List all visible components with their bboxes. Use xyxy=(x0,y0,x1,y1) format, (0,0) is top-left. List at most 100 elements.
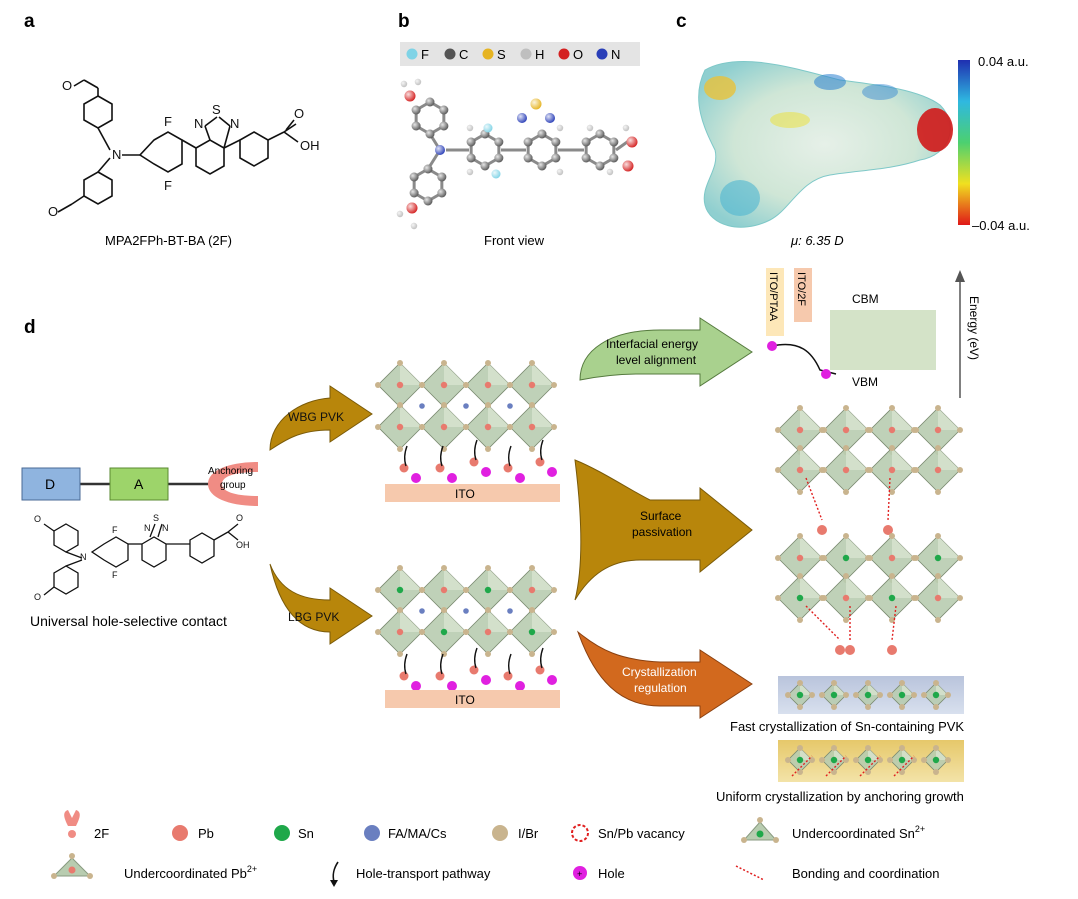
lbg-label: LBG PVK xyxy=(288,610,339,624)
octahedron-highlight xyxy=(834,683,846,695)
halide-ion xyxy=(551,424,557,430)
halide-ion xyxy=(889,405,895,411)
carbon-atom-shine xyxy=(595,129,605,139)
legend-b-swatch-o xyxy=(558,48,570,60)
hole-transport-arrow xyxy=(403,445,408,467)
carbon-atom-shine xyxy=(537,161,547,171)
bonding-line xyxy=(805,605,841,641)
hydrogen-atom-shine xyxy=(466,168,474,176)
legend-undercoord-pb-text: Undercoordinated Pb xyxy=(124,866,247,881)
2f-molecule-anchor xyxy=(435,463,445,473)
halide-ion xyxy=(397,607,403,613)
octahedron-highlight xyxy=(846,408,868,430)
metal-ion xyxy=(932,691,940,699)
metal-ion xyxy=(842,594,850,602)
lbg-ito-label: ITO xyxy=(455,693,475,707)
hydrogen-atom-shine xyxy=(400,80,408,88)
2f-molecule-anchor xyxy=(469,457,479,467)
legend-hole-label: Hole xyxy=(598,866,625,881)
metal-ion xyxy=(864,756,872,764)
halide-ion xyxy=(843,617,849,623)
atom-label-f-bottom: F xyxy=(164,178,172,193)
fast-cryst-octahedra xyxy=(785,680,951,710)
halide-ion xyxy=(785,757,791,763)
legend-b-swatch-c xyxy=(444,48,456,60)
lbg-arrow: LBG PVK xyxy=(269,563,373,645)
panel-b-letter: b xyxy=(398,11,410,32)
crystallization-label-2: regulation xyxy=(634,681,687,695)
metal-ion xyxy=(528,381,536,389)
atom-label-o-methoxy-bottom: O xyxy=(48,204,58,219)
carbon-atom-shine xyxy=(480,161,490,171)
halide-ion xyxy=(933,680,939,686)
halide-ion xyxy=(899,704,905,710)
legend-b-swatch-n xyxy=(596,48,608,60)
metal-ion xyxy=(898,691,906,699)
legend-2f-label: 2F xyxy=(94,826,109,841)
carbon-atom-shine xyxy=(581,153,591,163)
halide-ion xyxy=(877,757,883,763)
2f-anchor xyxy=(887,645,897,655)
panel-a-structure xyxy=(57,79,299,213)
halide-ion xyxy=(957,427,963,433)
halide-ion xyxy=(397,360,403,366)
halide-ion xyxy=(877,692,883,698)
octahedron-highlight xyxy=(400,405,422,427)
wbgStack-r1c0-octahedron xyxy=(375,402,425,452)
halide-ion xyxy=(397,402,403,408)
cation xyxy=(419,403,425,409)
carbon-atom-shine xyxy=(439,121,449,131)
passBot-r1c3-octahedron xyxy=(913,573,963,623)
cbm-label: CBM xyxy=(852,292,879,306)
passivation-lattice-sn xyxy=(775,533,963,655)
halide-ion xyxy=(375,629,381,635)
metal-ion xyxy=(484,381,492,389)
bonding-line xyxy=(791,755,813,777)
interfacial-arrow: Interfacial energy level alignment xyxy=(579,317,753,387)
panel-b-caption: Front view xyxy=(484,233,545,248)
carbon-atom-shine xyxy=(609,137,619,147)
carbon-atom-shine xyxy=(423,164,433,174)
hydrogen-atom-shine xyxy=(622,124,630,132)
fastRow-3-octahedron xyxy=(887,680,917,710)
halide-ion xyxy=(529,607,535,613)
legend-b-label-s: S xyxy=(497,47,506,62)
halide-ion xyxy=(485,607,491,613)
energy-diagram: ITO/PTAA ITO/2F CBM VBM Energy (eV) xyxy=(766,268,981,398)
surface-label-1: Surface xyxy=(640,509,682,523)
halide-ion xyxy=(797,617,803,623)
halide-ion xyxy=(935,617,941,623)
halide-ion xyxy=(419,382,425,388)
metal-ion xyxy=(528,423,536,431)
hydrogen-atom-shine xyxy=(414,78,422,86)
energy-axis-label: Energy (eV) xyxy=(967,296,981,360)
halide-ion xyxy=(867,555,873,561)
passivation-lattice-pb xyxy=(775,405,963,535)
panel-b-ball-and-stick-model xyxy=(396,78,638,230)
halide-ion xyxy=(507,587,513,593)
metal-ion xyxy=(796,756,804,764)
halide-ion xyxy=(775,555,781,561)
metal-ion xyxy=(796,426,804,434)
carbon-atom-shine xyxy=(466,153,476,163)
hole-transport-arrow xyxy=(507,653,512,675)
metal-ion xyxy=(934,594,942,602)
fastRow-4-octahedron xyxy=(921,680,951,710)
carbon-atom-shine xyxy=(523,153,533,163)
octahedron-highlight xyxy=(938,536,960,558)
legend-halide-icon xyxy=(492,825,508,841)
octahedron-highlight xyxy=(800,408,822,430)
halide-ion xyxy=(441,402,447,408)
halide-ion xyxy=(441,607,447,613)
octahedron-highlight xyxy=(846,576,868,598)
halide-ion xyxy=(797,680,803,686)
cation xyxy=(463,608,469,614)
metal-ion xyxy=(796,466,804,474)
cation xyxy=(463,403,469,409)
atom-label-n-amine: N xyxy=(112,147,121,162)
carbon-atom-shine xyxy=(411,121,421,131)
halide-ion xyxy=(463,629,469,635)
legend-vacancy-icon xyxy=(571,824,589,842)
halide-ion xyxy=(797,745,803,751)
halide-ion xyxy=(913,555,919,561)
